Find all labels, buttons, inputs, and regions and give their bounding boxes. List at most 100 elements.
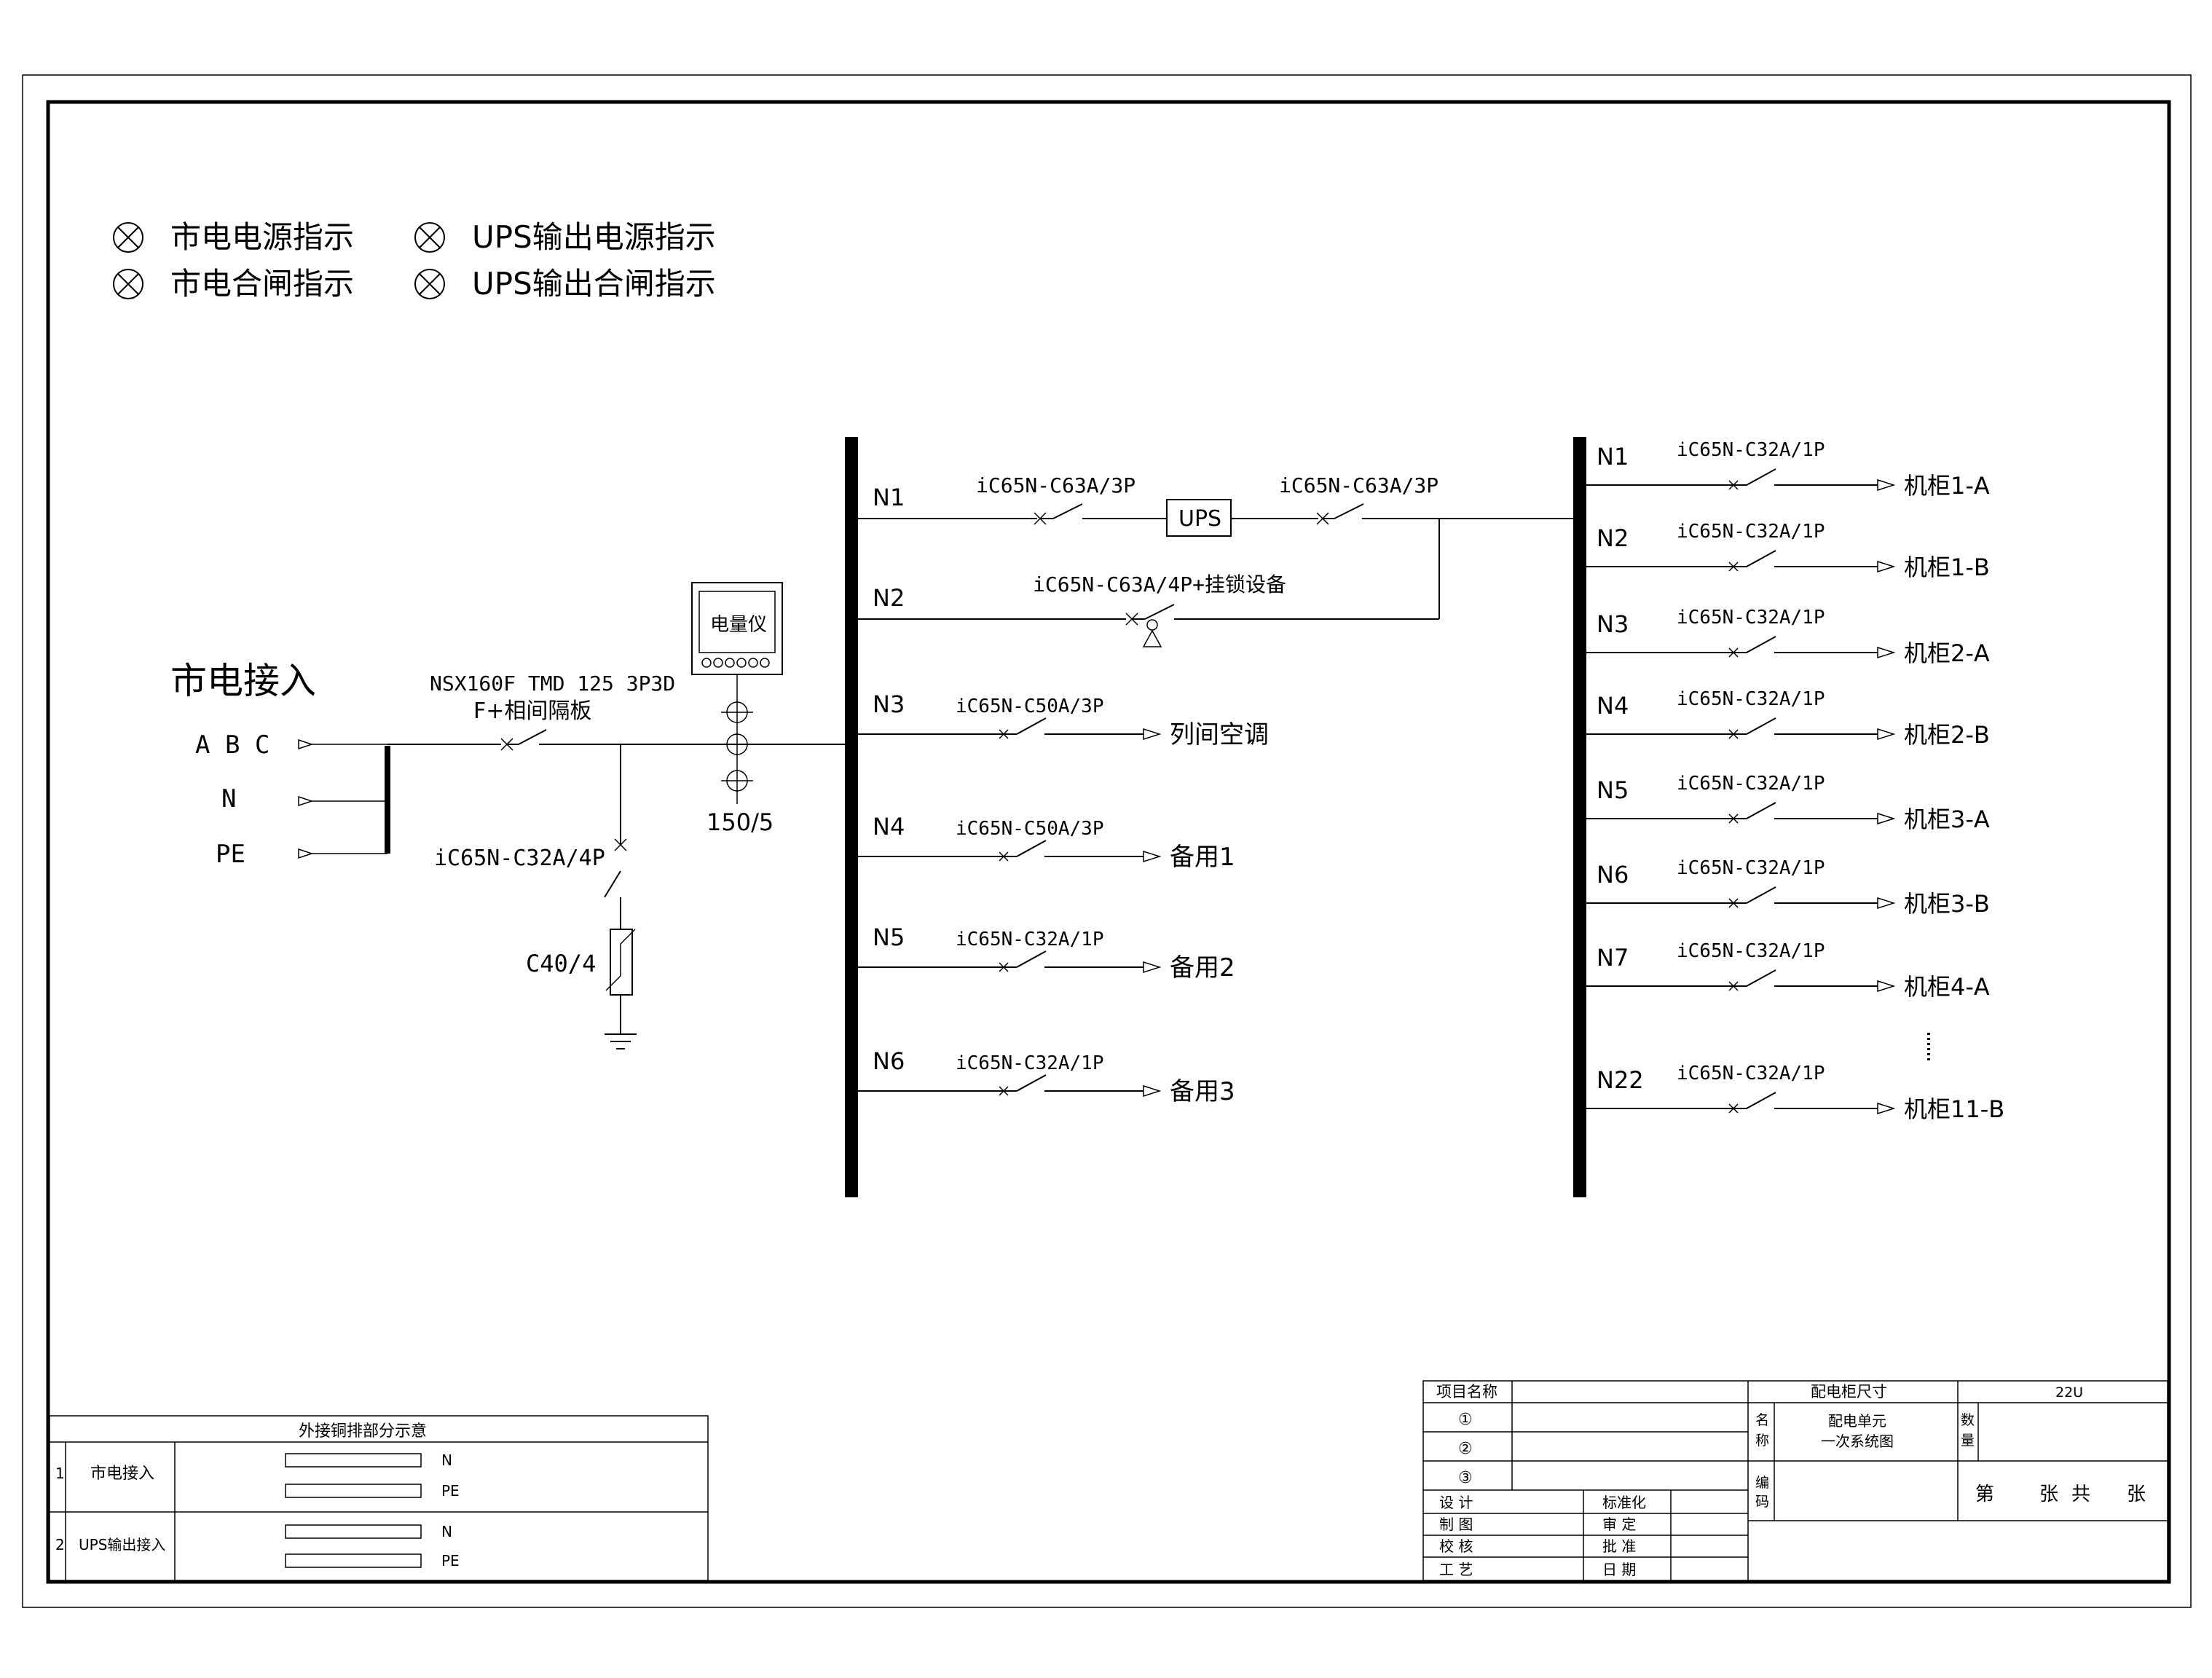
feeder-id: N6 [873, 1047, 905, 1075]
legend: 市电电源指示 UPS输出电源指示 市电合闸指示 UPS输出合闸指示 [113, 219, 716, 302]
breaker-icon [1728, 1092, 1776, 1114]
outer-border [22, 74, 2192, 1608]
tb-circ1: ① [1458, 1411, 1473, 1429]
bar-label: PE [441, 1482, 460, 1500]
indicator-lamp-icon [414, 222, 445, 253]
tb-code-label: 编 [1755, 1475, 1769, 1491]
output-arrow-icon [1877, 897, 1896, 910]
indicator-lamp-icon [414, 269, 445, 299]
phase-abc: A B C [195, 730, 269, 760]
row-no: 2 [55, 1536, 65, 1553]
breaker-icon [1728, 468, 1776, 490]
bar-label: N [441, 1451, 452, 1469]
tb-check: 校 核 [1439, 1537, 1473, 1555]
ups-label: UPS [1178, 506, 1221, 532]
feeder-id: N1 [1597, 443, 1629, 470]
breaker-icon [999, 1074, 1047, 1096]
copper-table: 外接铜排部分示意 1 市电接入 N PE 2 UPS输出接入 N PE [49, 1415, 709, 1581]
breaker-label: iC65N-C32A/1P [1677, 1063, 1825, 1084]
breaker-label: iC65N-C63A/4P+挂锁设备 [1033, 572, 1286, 596]
terminal-icon [298, 795, 387, 807]
load-label: 机柜4-A [1904, 973, 1990, 1001]
main-breaker-label-1: NSX160F TMD 125 3P3D [430, 671, 675, 696]
load-label: 机柜2-A [1904, 639, 1990, 667]
tb-sheet: 第 [1975, 1484, 1994, 1505]
output-arrow-icon [1143, 850, 1162, 863]
breaker-label: iC65N-C32A/1P [1677, 688, 1825, 710]
tb-name-value: 一次系统图 [1821, 1433, 1894, 1450]
tb-circ3: ③ [1458, 1469, 1473, 1487]
tb-circ2: ② [1458, 1440, 1473, 1458]
tb-craft: 工 艺 [1439, 1561, 1473, 1578]
ground-icon [605, 1033, 637, 1049]
tb-sheet: 张 [2127, 1484, 2146, 1505]
breaker-icon [1125, 604, 1175, 626]
feeder-id: N1 [873, 484, 905, 511]
tb-sheet: 共 [2071, 1484, 2090, 1505]
ups-out-breaker-label: iC65N-C63A/3P [1279, 473, 1438, 497]
legend-ups-close: UPS输出合闸指示 [472, 266, 716, 302]
feeder-id: N6 [1597, 861, 1629, 889]
feeder-id: N2 [873, 584, 905, 612]
tb-name-value: 配电单元 [1828, 1412, 1886, 1430]
meter-label: 电量仪 [710, 614, 767, 636]
bus2-feeders: N1 iC65N-C32A/1P 机柜1-A N2 iC65N-C32A/1P 机柜1-B… [1586, 439, 2004, 1123]
copper-title: 外接铜排部分示意 [299, 1422, 427, 1441]
feeder-id: N2 [1597, 524, 1629, 552]
project-name-label: 项目名称 [1436, 1383, 1497, 1401]
breaker-icon [1728, 886, 1776, 908]
title-block: 项目名称 ① ② ③ 配电柜尺寸 22U 名 称 配电单元 一次系统图 数 量 … [1422, 1380, 2168, 1581]
load-label: 机柜1-B [1904, 554, 1990, 581]
load-label: 机柜11-B [1904, 1095, 2004, 1123]
breaker-icon [999, 717, 1047, 739]
indicator-lamp-icon [113, 222, 143, 253]
load-label: 机柜3-A [1904, 805, 1990, 833]
row-name: 市电接入 [90, 1465, 154, 1483]
breaker-label: iC65N-C32A/1P [956, 1052, 1104, 1074]
output-arrow-icon [1877, 646, 1896, 659]
indicator-lamp-icon [113, 269, 143, 299]
feeder-id: N22 [1597, 1066, 1644, 1094]
spd-breaker-label: iC65N-C32A/4P [434, 846, 605, 871]
load-label: 机柜1-A [1904, 472, 1990, 500]
phase-pe: PE [216, 840, 245, 869]
feeder-id: N5 [1597, 776, 1629, 804]
spd-label: C40/4 [526, 950, 596, 977]
output-arrow-icon [1877, 728, 1896, 741]
phase-n: N [221, 784, 236, 814]
load-label: 备用1 [1170, 843, 1235, 872]
output-arrow-icon [1877, 812, 1896, 825]
tb-sheet: 张 [2039, 1484, 2058, 1505]
tb-review: 审 定 [1602, 1516, 1636, 1533]
output-arrow-icon [1877, 560, 1896, 573]
load-label: 列间空调 [1170, 720, 1269, 749]
main-breaker-icon [500, 729, 547, 751]
tb-approve: 批 准 [1602, 1537, 1636, 1555]
output-arrow-icon [1143, 1084, 1162, 1098]
breaker-icon [1728, 636, 1776, 658]
main-busbar [845, 437, 858, 1197]
incoming-section: 市电接入 A B C N PE NSX160F TMD 125 3P3D F+相… [170, 582, 845, 1049]
breaker-label: iC65N-C32A/1P [1677, 439, 1825, 461]
breaker-label: iC65N-C50A/3P [956, 696, 1104, 717]
ct-ratio: 150/5 [706, 808, 774, 836]
feeder-id: N4 [873, 813, 905, 840]
bus1-feeders: N1 iC65N-C63A/3P UPS iC65N-C63A/3P N2 iC… [858, 473, 1575, 647]
current-transformer-icon [721, 701, 753, 792]
copper-bar [285, 1524, 422, 1539]
breaker-icon [1728, 802, 1776, 824]
breaker-icon [1728, 969, 1776, 991]
bar-label: PE [441, 1552, 460, 1569]
feeder-id: N3 [873, 690, 905, 718]
output-arrow-icon [1143, 961, 1162, 974]
feeder-id: N3 [1597, 610, 1629, 638]
tb-name-label: 称 [1755, 1433, 1769, 1449]
copper-bar [285, 1453, 422, 1468]
load-label: 机柜3-B [1904, 890, 1990, 918]
inner-border [46, 100, 2171, 1584]
row-no: 1 [55, 1465, 65, 1482]
row-name: UPS输出接入 [79, 1536, 165, 1553]
cabinet-size-label: 配电柜尺寸 [1811, 1383, 1887, 1401]
breaker-label: iC65N-C32A/1P [1677, 773, 1825, 795]
terminal-icon [298, 738, 387, 750]
